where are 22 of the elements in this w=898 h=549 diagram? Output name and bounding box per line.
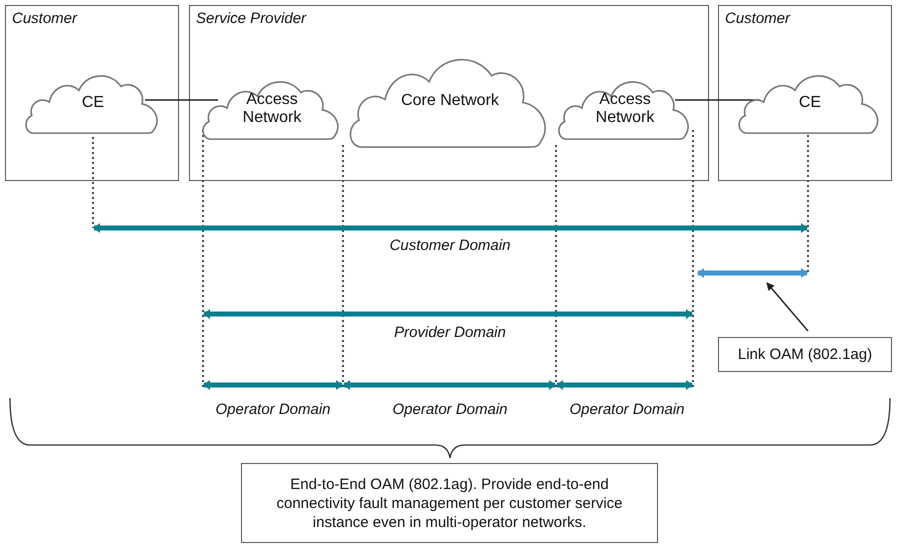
network-label: Core Network bbox=[400, 92, 500, 110]
domain-label: Customer Domain bbox=[390, 237, 510, 254]
region-title: Service Provider bbox=[196, 10, 306, 27]
region-box bbox=[5, 5, 179, 181]
leader-line bbox=[766, 282, 809, 332]
domain-label: Provider Domain bbox=[394, 324, 506, 341]
region-title: Customer bbox=[12, 10, 78, 27]
network-label: CE bbox=[80, 94, 106, 112]
note-box bbox=[718, 337, 892, 372]
connector-line bbox=[145, 99, 218, 101]
network-label: CE bbox=[798, 94, 822, 112]
network-label: Access Network bbox=[242, 91, 302, 127]
region-box bbox=[189, 5, 709, 181]
domain-label: Operator Domain bbox=[392, 401, 508, 418]
domain-label: Operator Domain bbox=[569, 401, 685, 418]
note-text: Link OAM (802.1ag) bbox=[736, 345, 874, 365]
note-text: End-to-End OAM (802.1ag). Provide end-to-end connectivity fault management per customer service instance even in multi-operator networks. bbox=[276, 474, 624, 532]
region-title: Customer bbox=[725, 10, 790, 27]
note-box bbox=[241, 463, 658, 543]
domain-label: Operator Domain bbox=[215, 401, 331, 418]
region-box bbox=[718, 5, 892, 181]
network-label: Access Network bbox=[594, 91, 656, 127]
